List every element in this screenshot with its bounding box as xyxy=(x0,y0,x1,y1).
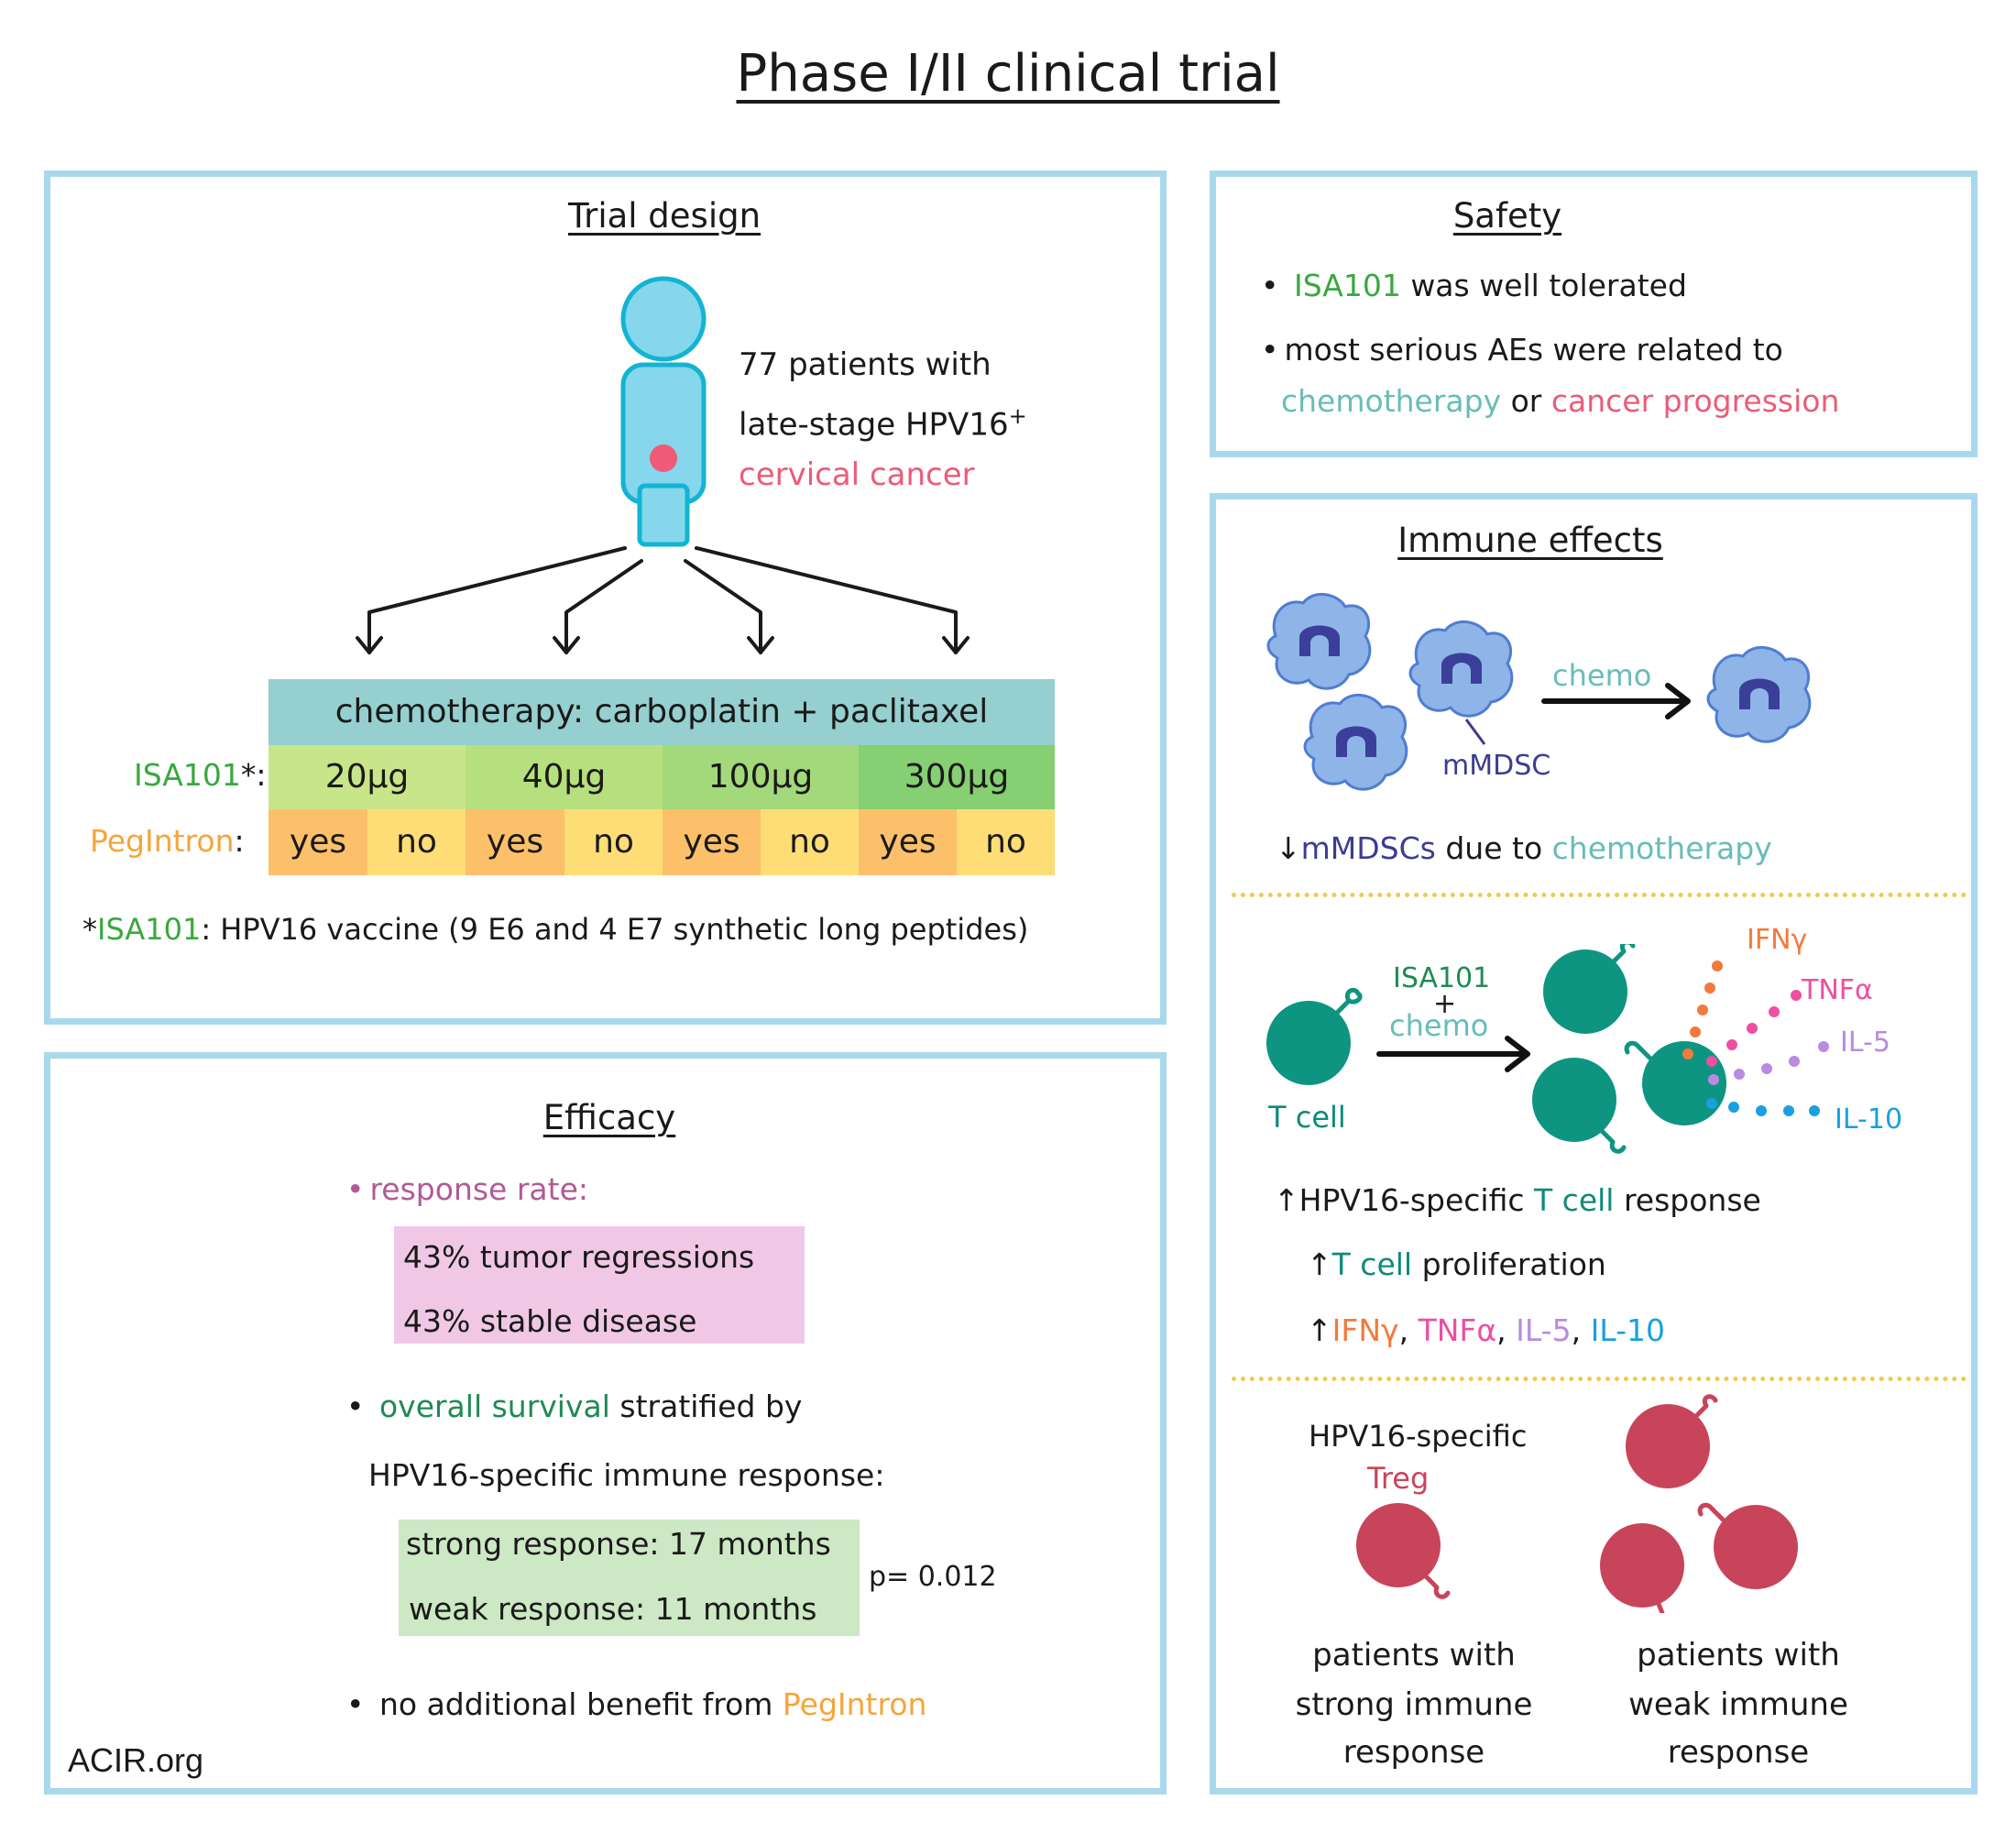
il10-dots xyxy=(1706,1098,1820,1116)
overall-survival-line1: overall survival stratified by xyxy=(346,1388,802,1424)
treg-line2: Treg xyxy=(1367,1461,1430,1496)
peg-cell: no xyxy=(564,809,663,875)
tcell-diagram xyxy=(1266,944,1829,1154)
mmdsc-diagram xyxy=(1266,592,1812,791)
safety-bullet-2: most serious AEs were related to xyxy=(1261,332,1782,368)
strong-response-survival: strong response: 17 months xyxy=(406,1526,831,1562)
overall-survival-line2: HPV16-specific immune response: xyxy=(368,1457,885,1493)
page-title: Phase I/II clinical trial xyxy=(736,44,1280,104)
peg-cell: yes xyxy=(466,809,564,875)
divider-1 xyxy=(1232,893,1967,897)
il5-label: IL-5 xyxy=(1840,1026,1890,1059)
stable-disease: 43% stable disease xyxy=(403,1303,697,1339)
il10-label: IL-10 xyxy=(1835,1103,1903,1136)
efficacy-heading: Efficacy xyxy=(542,1098,676,1137)
chemo-label: chemo xyxy=(1552,658,1652,693)
mmdsc-summary: ↓mMDSCs due to chemotherapy xyxy=(1276,830,1772,866)
patients-line1: 77 patients with xyxy=(739,346,992,383)
safety-bullet-1: ISA101 was well tolerated xyxy=(1261,268,1687,303)
weak-response-survival: weak response: 11 months xyxy=(409,1591,817,1627)
weak-group-line3: response xyxy=(1667,1734,1810,1771)
peg-cell: yes xyxy=(663,809,761,875)
il5-dots xyxy=(1708,1041,1829,1085)
dose-cell: 300µg xyxy=(859,745,1055,809)
tumor-dot xyxy=(650,445,677,472)
peg-row-label: PegIntron: xyxy=(90,823,245,859)
pegintron-benefit: no additional benefit from PegIntron xyxy=(346,1686,926,1722)
tcell-label: T cell xyxy=(1268,1100,1346,1135)
chemo-arrow xyxy=(1541,683,1691,719)
activation-arrow xyxy=(1376,1036,1530,1072)
survival-box xyxy=(399,1520,860,1636)
mmdsc-cell xyxy=(1303,693,1408,791)
ifn-label: IFNγ xyxy=(1747,924,1808,956)
p-value: p= 0.012 xyxy=(869,1561,997,1593)
tcell-proliferation-line: ↑T cell proliferation xyxy=(1307,1246,1606,1282)
safety-heading: Safety xyxy=(1452,196,1562,236)
isa101-label: ISA101 xyxy=(1393,962,1491,994)
trial-design-heading: Trial design xyxy=(567,196,761,236)
peg-cell: no xyxy=(761,809,859,875)
treg-diagram xyxy=(1356,1394,1798,1613)
dose-cell: 20µg xyxy=(268,745,466,809)
divider-2 xyxy=(1232,1377,1967,1381)
immune-heading: Immune effects xyxy=(1397,521,1663,560)
tumor-regressions: 43% tumor regressions xyxy=(403,1239,755,1275)
peg-cell: no xyxy=(957,809,1055,875)
isa101-footnote: *ISA101: HPV16 vaccine (9 E6 and 4 E7 sy… xyxy=(82,912,1029,947)
mmdsc-label: mMDSC xyxy=(1442,750,1551,782)
mmdsc-cell xyxy=(1706,645,1812,743)
tnf-label: TNFα xyxy=(1802,974,1873,1006)
tcell-expanded xyxy=(1532,944,1726,1154)
tcell-response-line: ↑HPV16-specific T cell response xyxy=(1274,1182,1761,1218)
cytokine-line: ↑IFNγ, TNFα, IL-5, IL-10 xyxy=(1307,1312,1666,1348)
weak-group-line1: patients with xyxy=(1637,1637,1840,1674)
strong-group-line3: response xyxy=(1342,1734,1485,1771)
treg-weak xyxy=(1600,1394,1798,1613)
ifn-dots xyxy=(1682,960,1723,1059)
safety-panel xyxy=(1210,170,1978,457)
strong-group-line1: patients with xyxy=(1312,1637,1516,1674)
patients-line3: cervical cancer xyxy=(739,456,975,493)
chemo-header: chemotherapy: carboplatin + paclitaxel xyxy=(268,679,1055,745)
dose-cell: 100µg xyxy=(663,745,859,809)
patient-icon xyxy=(620,276,707,547)
peg-cell: yes xyxy=(859,809,957,875)
mmdsc-cell xyxy=(1408,620,1514,718)
mmdsc-pointer xyxy=(1464,719,1486,745)
chemo-label-2: chemo xyxy=(1389,1008,1489,1043)
strong-group-line2: strong immune xyxy=(1295,1686,1533,1723)
safety-bullet-2-cont: chemotherapy or cancer progression xyxy=(1281,383,1840,419)
tcell-before xyxy=(1266,987,1363,1085)
peg-cell: no xyxy=(367,809,466,875)
acir-logo: ACIR.org xyxy=(68,1741,204,1779)
isa-row-label: ISA101*: xyxy=(134,757,267,793)
treg-line1: HPV16-specific xyxy=(1309,1419,1528,1454)
treg-strong xyxy=(1356,1503,1451,1599)
tnf-dots xyxy=(1706,990,1802,1067)
trial-design-panel xyxy=(44,170,1167,1025)
patient-diagram xyxy=(356,276,970,654)
peg-cell: yes xyxy=(268,809,367,875)
branch-arrows xyxy=(356,546,970,654)
response-rate-box xyxy=(394,1226,805,1344)
plus-sign: + xyxy=(1433,988,1457,1020)
weak-group-line2: weak immune xyxy=(1628,1686,1848,1723)
mmdsc-cell xyxy=(1266,592,1372,690)
patients-line2: late-stage HPV16+ xyxy=(739,403,1027,444)
response-rate-label: response rate: xyxy=(346,1171,588,1207)
dose-cell: 40µg xyxy=(466,745,663,809)
